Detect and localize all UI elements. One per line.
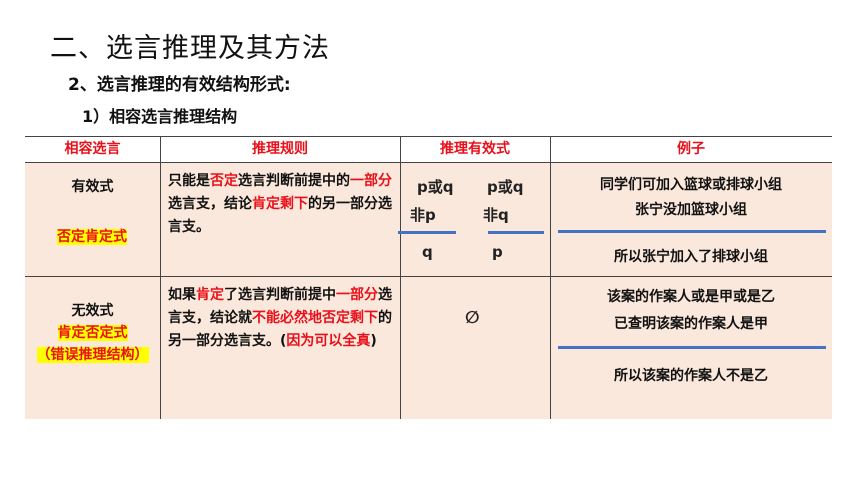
table-divider-header xyxy=(25,162,832,163)
rule-highlight: 因为可以全真 xyxy=(286,333,371,349)
rule-text: 如果 xyxy=(168,287,196,303)
rule-text: 只能是 xyxy=(168,173,210,189)
premise-left-2: 非p xyxy=(410,206,436,224)
subsection-subtitle: 1）相容选言推理结构 xyxy=(82,107,238,126)
rule-text: 选言支，结论就 xyxy=(168,287,392,326)
table-vline-2 xyxy=(400,136,401,419)
premise-left-1: p或q xyxy=(417,178,454,196)
rule-text: 选言判断前提中的 xyxy=(238,173,350,189)
row1-rule: 只能是否定选言判断前提中的一部分选言支，结论肯定剩下的另一部分选言支。 xyxy=(168,170,394,239)
example1-premise-2: 张宁没加篮球小组 xyxy=(635,202,747,218)
header-valid-form: 推理有效式 xyxy=(440,141,510,157)
row1-form-label: 否定肯定式 xyxy=(57,229,127,245)
row2-rule: 如果肯定了选言判断前提中一部分选言支，结论就不能必然地否定剩下的另一部分选言支。… xyxy=(168,284,394,353)
row1-name: 有效式 xyxy=(71,179,114,195)
syllogism-table: 相容选言 推理规则 推理有效式 例子 有效式 否定肯定式 只能是否定选言判断前提… xyxy=(25,136,832,419)
premise-right-1: p或q xyxy=(487,178,524,196)
header-example: 例子 xyxy=(677,141,705,157)
row1-form: 否定肯定式 xyxy=(46,226,138,249)
rule-highlight: 肯定 xyxy=(196,287,224,303)
example2-conclusion: 所以该案的作案人不是乙 xyxy=(614,368,768,384)
rule-text: 的另一部分选言支。 xyxy=(168,196,392,235)
table-header-row: 相容选言 推理规则 推理有效式 例子 xyxy=(25,136,832,162)
rule-text: 了选言判断前提中 xyxy=(224,287,336,303)
row2-form-note: （错误推理结构） xyxy=(28,344,157,367)
rule-highlight: 否定 xyxy=(210,173,238,189)
example1-conclusion: 所以张宁加入了排球小组 xyxy=(614,249,768,265)
conclusion-right: p xyxy=(492,243,503,261)
example2-conclusion-line xyxy=(558,346,826,349)
rule-highlight: 不能必然地否定剩下 xyxy=(252,310,378,326)
example1-conclusion-line xyxy=(558,230,826,233)
rule-text: 选言支，结论 xyxy=(168,196,252,212)
section-subtitle: 2、选言推理的有效结构形式: xyxy=(68,75,291,95)
empty-set-symbol: ∅ xyxy=(465,308,480,328)
rule-highlight: 一部分 xyxy=(336,287,378,303)
row2-form: 肯定否定式 xyxy=(25,322,160,345)
rule-highlight: 肯定剩下 xyxy=(252,196,308,212)
conclusion-left: q xyxy=(422,243,433,261)
rule-text: 的另一部分选言支。( xyxy=(168,310,392,349)
table-vline-1 xyxy=(160,136,161,419)
table-border-top xyxy=(25,136,832,137)
table-divider-row xyxy=(25,276,832,277)
example1-premise-1: 同学们可加入篮球或排球小组 xyxy=(600,177,782,193)
table-vline-3 xyxy=(550,136,551,419)
rule-highlight: 一部分 xyxy=(350,173,392,189)
conclusion-line-right xyxy=(488,231,544,234)
header-compatible-disjunctive: 相容选言 xyxy=(64,141,121,157)
conclusion-line-left xyxy=(398,231,456,234)
row2-form-label: 肯定否定式 xyxy=(57,325,128,341)
premise-right-2: 非q xyxy=(483,206,509,224)
row2-form-note-label: （错误推理结构） xyxy=(36,347,149,363)
header-inference-rule: 推理规则 xyxy=(252,141,308,157)
row2-name: 无效式 xyxy=(71,303,114,319)
rule-text: ) xyxy=(370,333,377,349)
example2-premise-2: 已查明该案的作案人是甲 xyxy=(614,316,768,332)
example2-premise-1: 该案的作案人或是甲或是乙 xyxy=(607,289,775,305)
page-title: 二、选言推理及其方法 xyxy=(50,33,330,64)
